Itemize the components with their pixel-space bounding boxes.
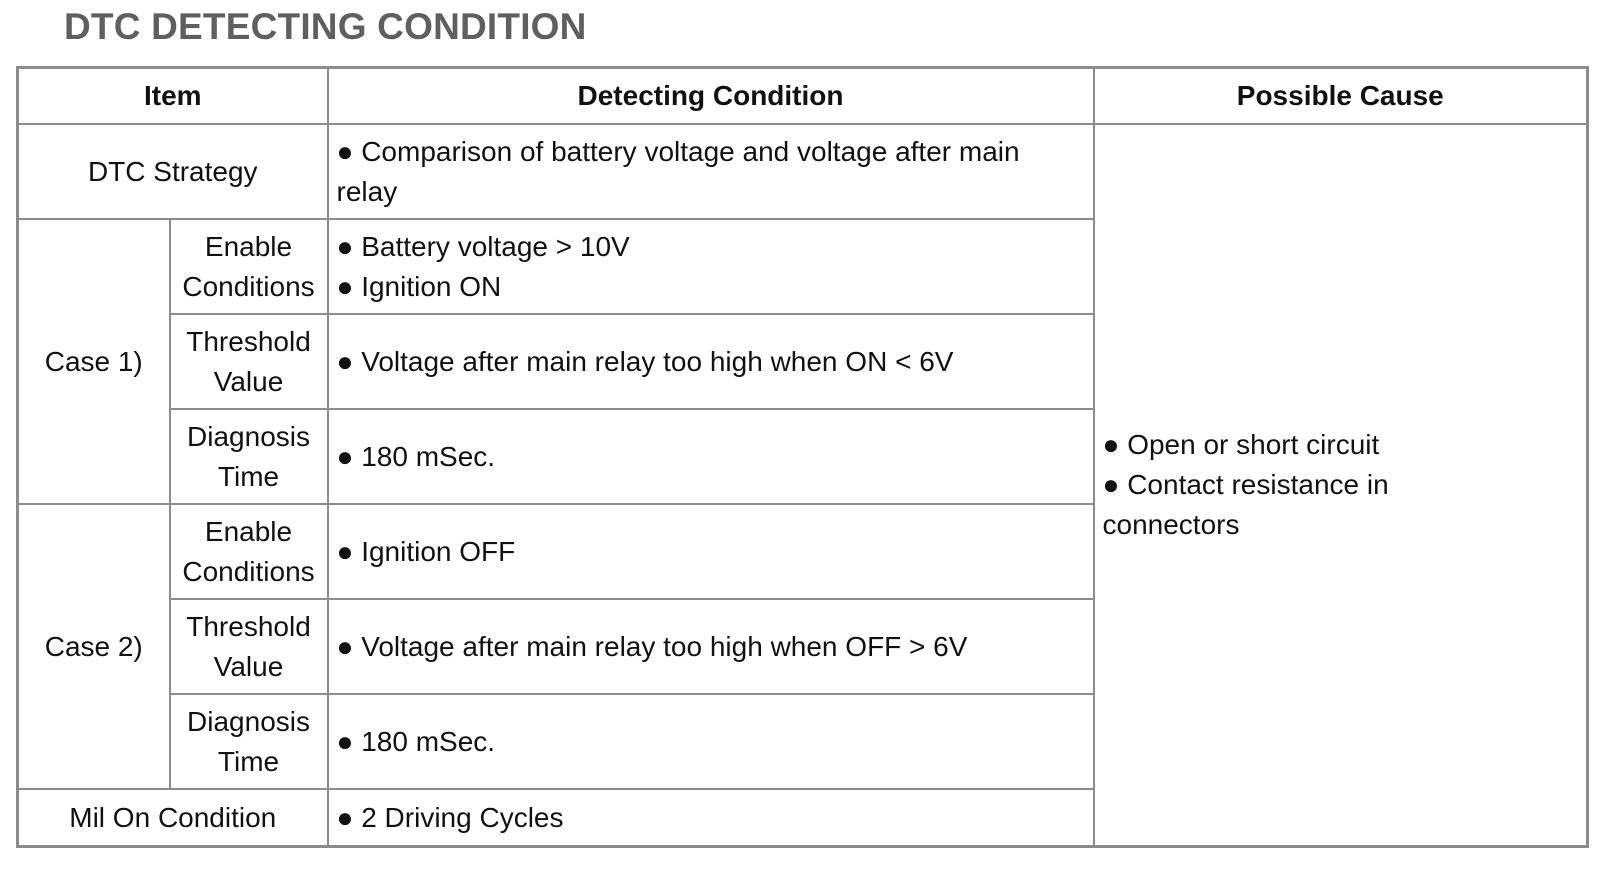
table-row-case1-enable: Case 1) Enable Conditions ● Battery volt… [16, 218, 1588, 505]
dtc-strategy-condition: ● Comparison of battery voltage and volt… [326, 123, 1095, 220]
case2-diagnosis-label-line-2: Time [217, 745, 280, 777]
table-row-case1-threshold: Threshold Value ● Voltage after main rel… [18, 313, 1588, 410]
table-row-case2-enable: Case 2) Enable Conditions ● Ignition OFF [16, 503, 1588, 790]
table-row-case2-diagnosis: Diagnosis Time ● 180 mSec. [18, 693, 1588, 790]
case1-threshold-label: Threshold Value [168, 313, 329, 410]
case1-diagnosis-label: Diagnosis Time [168, 408, 329, 505]
case1-threshold-condition: ● Voltage after main relay too high when… [326, 313, 1095, 410]
table-row-case2-threshold: Threshold Value ● Voltage after main rel… [18, 598, 1588, 695]
case1-enable-label-line-2: Conditions [182, 270, 315, 302]
case1-enable-condition: ● Battery voltage > 10V ● Ignition ON [326, 218, 1095, 315]
table-row-mil-on: Mil On Condition ● 2 Driving Cycles [16, 788, 1588, 848]
table-row-dtc-strategy: DTC Strategy ● Comparison of battery vol… [16, 123, 1589, 848]
possible-cause-line-3: connectors [1102, 509, 1240, 540]
table-row-case1-diagnosis: Diagnosis Time ● 180 mSec. [18, 408, 1588, 505]
header-detecting-condition: Detecting Condition [326, 66, 1095, 125]
case2-threshold-label: Threshold Value [168, 598, 329, 695]
mil-on-condition: ● 2 Driving Cycles [326, 788, 1095, 848]
page-title: DTC DETECTING CONDITION [64, 6, 587, 47]
dtc-strategy-condition-text: ● Comparison of battery voltage and volt… [336, 135, 1020, 207]
case2-diagnosis-label: Diagnosis Time [168, 693, 329, 790]
dtc-strategy-label: DTC Strategy [16, 123, 329, 220]
possible-cause-line-1: ● Open or short circuit [1102, 429, 1380, 460]
header-possible-cause: Possible Cause [1092, 66, 1589, 125]
case2-enable-label-line-2: Conditions [182, 555, 315, 587]
possible-cause-line-2: ● Contact resistance in [1102, 469, 1389, 500]
case1-diagnosis-label-line-2: Time [217, 460, 280, 492]
case1-label: Case 1) [16, 218, 171, 505]
case2-diagnosis-label-line-1: Diagnosis [187, 705, 310, 737]
mil-on-label: Mil On Condition [16, 788, 329, 848]
case1-enable-condition-line-2: ● Ignition ON [336, 270, 502, 302]
case1-enable-condition-line-1: ● Battery voltage > 10V [336, 230, 630, 262]
case2-diagnosis-condition: ● 180 mSec. [326, 693, 1095, 790]
case2-threshold-condition: ● Voltage after main relay too high when… [326, 598, 1095, 695]
header-row: Item Detecting Condition Possible Cause [16, 66, 1589, 125]
case2-enable-label-line-1: Enable [204, 515, 293, 547]
case2-threshold-label-line-1: Threshold [186, 610, 311, 642]
case1-enable-label-line-1: Enable [204, 230, 293, 262]
case1-threshold-label-line-1: Threshold [186, 325, 311, 357]
case1-diagnosis-label-line-1: Diagnosis [187, 420, 310, 452]
case2-threshold-label-line-2: Value [213, 650, 284, 682]
case1-diagnosis-condition: ● 180 mSec. [326, 408, 1095, 505]
header-item: Item [16, 66, 329, 125]
dtc-condition-table: Item Detecting Condition Possible Cause … [16, 66, 1590, 848]
case1-enable-label: Enable Conditions [168, 218, 329, 315]
case2-label: Case 2) [16, 503, 171, 790]
case2-enable-condition: ● Ignition OFF [326, 503, 1095, 600]
possible-cause-cell: ● Open or short circuit ● Contact resist… [1092, 123, 1589, 848]
case1-threshold-label-line-2: Value [213, 365, 284, 397]
case2-enable-label: Enable Conditions [168, 503, 329, 600]
